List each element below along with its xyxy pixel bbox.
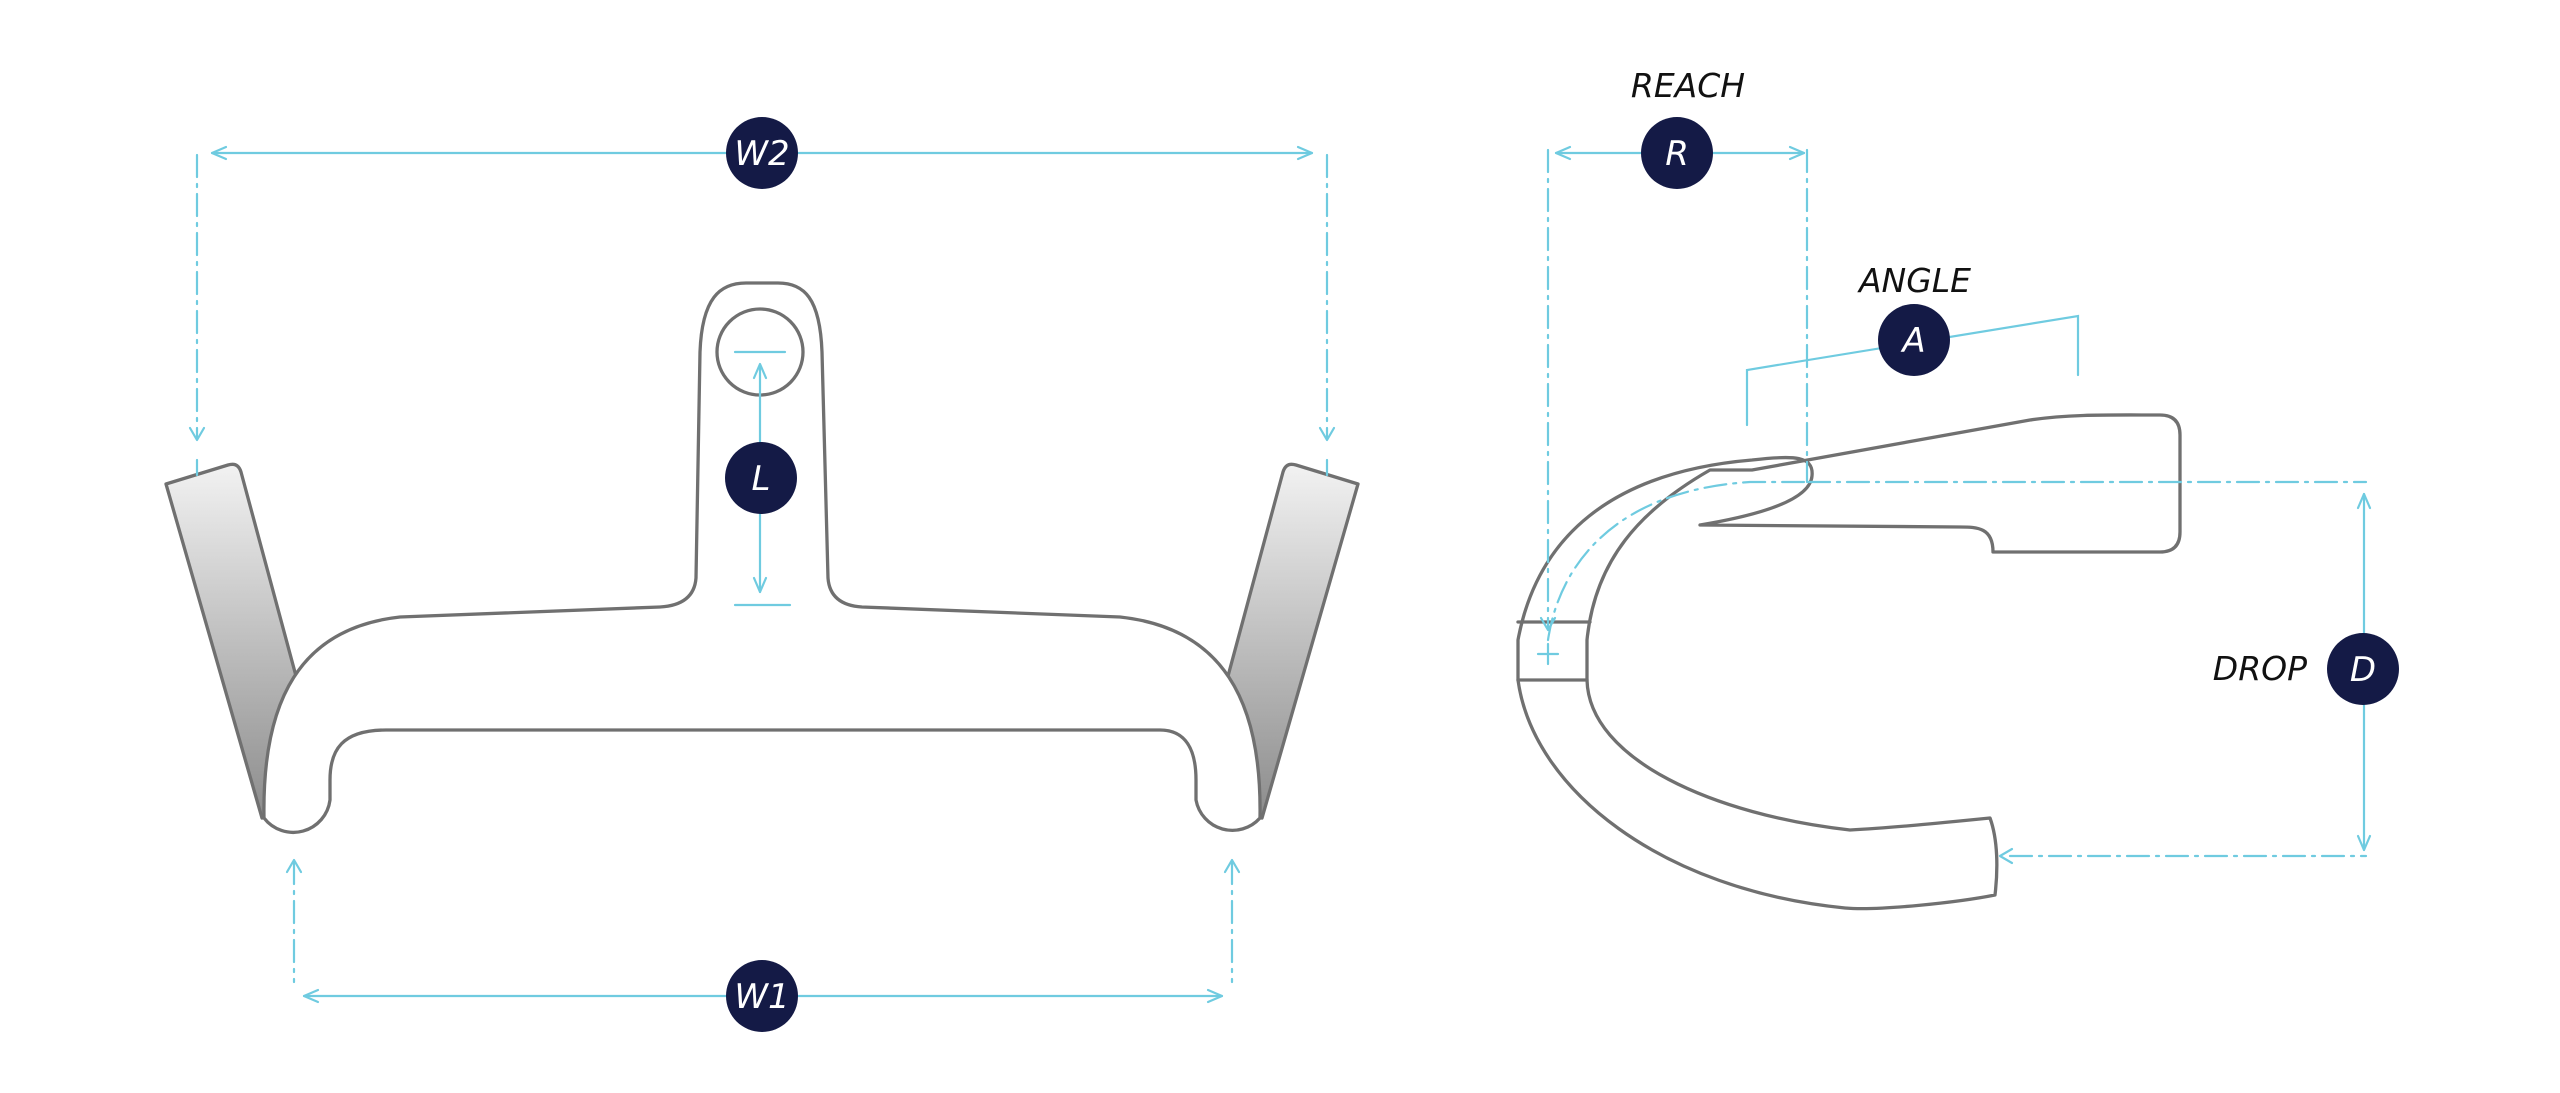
reach-arrow-right <box>1788 145 1806 161</box>
front-view: W2 L W1 <box>164 117 1360 1032</box>
a-badge-label: A <box>1900 321 1925 361</box>
w1-arrow-right <box>1206 988 1224 1004</box>
l-arrow-down <box>752 576 768 594</box>
w2-badge: W2 <box>726 117 798 189</box>
w2-arrow-right <box>1296 145 1314 161</box>
d-badge: D <box>2327 633 2399 705</box>
handlebar-side-outline <box>1516 413 2182 911</box>
w1-badge: W1 <box>726 960 798 1032</box>
w2-badge-label: W2 <box>734 134 789 174</box>
drop-arrow-down <box>2356 834 2372 852</box>
l-arrow-up <box>752 362 768 380</box>
w1-arrow-left <box>302 988 320 1004</box>
side-centerline <box>1546 480 1806 642</box>
r-badge: R <box>1641 117 1713 189</box>
l-badge-label: L <box>752 459 771 499</box>
w1-extension-right-arrow <box>1223 858 1241 874</box>
angle-label: ANGLE <box>1857 261 1971 300</box>
r-badge-label: R <box>1665 134 1689 174</box>
reach-label: REACH <box>1631 66 1745 105</box>
drop-label: DROP <box>2213 649 2307 688</box>
d-badge-label: D <box>2350 650 2376 690</box>
w2-extension-right-arrow <box>1318 426 1336 442</box>
w2-extension-left-arrow <box>188 426 206 442</box>
handlebar-front-outline <box>262 281 1262 835</box>
drop-extension-bottom-arrow <box>1998 847 2014 865</box>
w1-badge-label: W1 <box>734 977 789 1017</box>
w2-arrow-left <box>210 145 228 161</box>
a-badge: A <box>1878 304 1950 376</box>
drop-arrow-up <box>2356 492 2372 510</box>
reach-arrow-left <box>1554 145 1572 161</box>
w1-extension-left-arrow <box>285 858 303 874</box>
side-view: REACH ANGLE DROP R A D <box>1516 66 2399 911</box>
l-badge: L <box>725 442 797 514</box>
reach-extension-left-arrow <box>1539 616 1557 632</box>
